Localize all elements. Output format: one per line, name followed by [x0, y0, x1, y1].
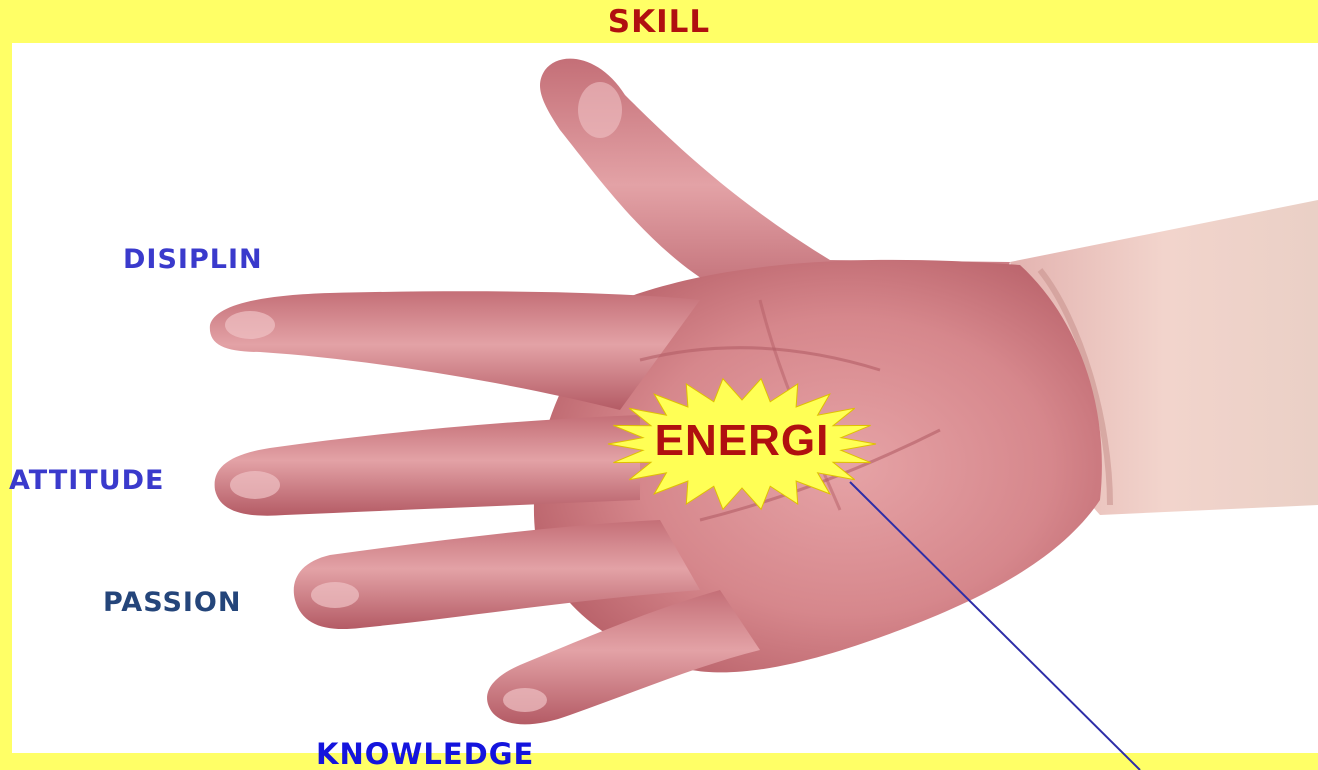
passion-label: PASSION — [103, 587, 241, 618]
skill-label: SKILL — [0, 4, 1318, 40]
energi-label: ENERGI — [606, 416, 878, 466]
middle-finger-shape — [215, 415, 640, 516]
energi-badge: ENERGI — [606, 376, 878, 512]
knowledge-label: KNOWLEDGE — [316, 737, 534, 770]
attitude-label: ATTITUDE — [9, 465, 165, 496]
disiplin-label: DISIPLIN — [123, 244, 263, 275]
